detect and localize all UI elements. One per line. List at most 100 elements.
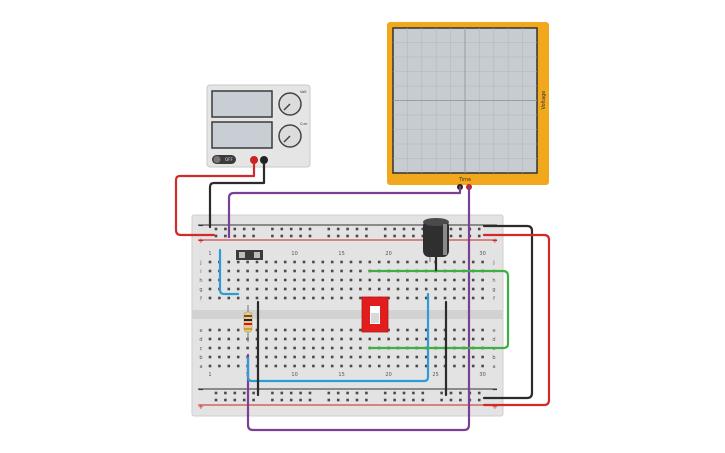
breadboard-hole[interactable]: [236, 287, 240, 291]
breadboard-hole[interactable]: [434, 337, 437, 341]
breadboard-hole[interactable]: [393, 391, 396, 395]
breadboard-hole[interactable]: [415, 328, 419, 332]
breadboard-hole[interactable]: [242, 227, 246, 231]
breadboard-hole[interactable]: [471, 278, 475, 282]
breadboard-hole[interactable]: [387, 260, 390, 264]
breadboard-hole[interactable]: [349, 355, 353, 359]
breadboard-hole[interactable]: [252, 234, 255, 238]
breadboard-hole[interactable]: [434, 278, 437, 282]
breadboard-hole[interactable]: [349, 269, 353, 273]
breadboard-hole[interactable]: [387, 296, 390, 300]
breadboard-hole[interactable]: [377, 278, 381, 282]
power-supply[interactable]: Volt Curr OFF: [206, 84, 311, 168]
breadboard-hole[interactable]: [440, 398, 443, 402]
breadboard-hole[interactable]: [349, 278, 353, 282]
breadboard-hole[interactable]: [406, 328, 409, 332]
breadboard-hole[interactable]: [312, 260, 315, 264]
breadboard-hole[interactable]: [349, 296, 353, 300]
breadboard-hole[interactable]: [434, 364, 437, 368]
breadboard-hole[interactable]: [330, 328, 334, 332]
breadboard-hole[interactable]: [424, 337, 428, 341]
breadboard-hole[interactable]: [396, 287, 400, 291]
breadboard-hole[interactable]: [274, 296, 278, 300]
breadboard-hole[interactable]: [387, 355, 390, 359]
breadboard-hole[interactable]: [377, 287, 381, 291]
breadboard-hole[interactable]: [349, 328, 353, 332]
negative-terminal[interactable]: [260, 156, 268, 164]
breadboard-hole[interactable]: [283, 355, 287, 359]
breadboard-hole[interactable]: [274, 364, 278, 368]
wire-blue-top[interactable]: [218, 248, 240, 296]
breadboard-hole[interactable]: [227, 337, 231, 341]
breadboard-hole[interactable]: [471, 296, 475, 300]
breadboard-holes[interactable]: [208, 227, 484, 402]
breadboard-hole[interactable]: [387, 364, 390, 368]
breadboard-hole[interactable]: [421, 391, 425, 395]
breadboard-hole[interactable]: [462, 328, 466, 332]
breadboard-hole[interactable]: [236, 364, 240, 368]
breadboard-hole[interactable]: [255, 278, 259, 282]
breadboard-hole[interactable]: [242, 234, 246, 238]
breadboard-hole[interactable]: [321, 269, 325, 273]
breadboard-hole[interactable]: [415, 287, 419, 291]
breadboard-hole[interactable]: [346, 234, 349, 238]
breadboard-hole[interactable]: [218, 346, 221, 350]
breadboard-hole[interactable]: [283, 269, 287, 273]
breadboard-hole[interactable]: [218, 337, 221, 341]
breadboard-hole[interactable]: [477, 234, 481, 238]
breadboard-hole[interactable]: [246, 287, 249, 291]
breadboard-hole[interactable]: [336, 227, 340, 231]
breadboard-hole[interactable]: [481, 364, 484, 368]
breadboard-hole[interactable]: [477, 227, 481, 231]
breadboard-hole[interactable]: [365, 391, 368, 395]
breadboard-hole[interactable]: [274, 260, 278, 264]
breadboard-hole[interactable]: [471, 355, 475, 359]
wire-black-right[interactable]: [482, 224, 534, 400]
breadboard-hole[interactable]: [346, 398, 349, 402]
breadboard-hole[interactable]: [424, 278, 428, 282]
breadboard-hole[interactable]: [330, 278, 334, 282]
breadboard-hole[interactable]: [265, 328, 268, 332]
breadboard-hole[interactable]: [340, 296, 343, 300]
breadboard-hole[interactable]: [383, 398, 387, 402]
breadboard-hole[interactable]: [396, 355, 400, 359]
breadboard-hole[interactable]: [368, 278, 372, 282]
breadboard-hole[interactable]: [421, 227, 425, 231]
breadboard-hole[interactable]: [349, 346, 353, 350]
capacitor[interactable]: [423, 218, 449, 262]
breadboard-hole[interactable]: [227, 278, 231, 282]
breadboard-hole[interactable]: [415, 278, 419, 282]
breadboard-hole[interactable]: [283, 287, 287, 291]
breadboard-hole[interactable]: [271, 227, 274, 231]
breadboard-hole[interactable]: [453, 260, 456, 264]
breadboard-hole[interactable]: [424, 364, 428, 368]
breadboard-hole[interactable]: [302, 296, 306, 300]
breadboard-hole[interactable]: [302, 269, 306, 273]
breadboard-hole[interactable]: [293, 337, 296, 341]
wire-black-supply[interactable]: [208, 162, 266, 229]
breadboard-hole[interactable]: [443, 296, 447, 300]
breadboard-hole[interactable]: [302, 337, 306, 341]
breadboard-hole[interactable]: [289, 391, 293, 395]
breadboard-hole[interactable]: [359, 364, 362, 368]
breadboard-hole[interactable]: [330, 355, 334, 359]
breadboard-hole[interactable]: [312, 278, 315, 282]
breadboard-hole[interactable]: [280, 391, 284, 395]
breadboard-hole[interactable]: [471, 287, 475, 291]
breadboard-hole[interactable]: [383, 391, 387, 395]
breadboard-hole[interactable]: [293, 278, 296, 282]
breadboard-hole[interactable]: [349, 260, 353, 264]
breadboard-hole[interactable]: [255, 287, 259, 291]
breadboard-hole[interactable]: [289, 234, 293, 238]
breadboard-hole[interactable]: [349, 364, 353, 368]
breadboard-hole[interactable]: [421, 398, 425, 402]
breadboard-hole[interactable]: [355, 398, 359, 402]
breadboard-hole[interactable]: [453, 364, 456, 368]
wire-green[interactable]: [368, 269, 510, 350]
breadboard-hole[interactable]: [208, 364, 212, 368]
oscilloscope[interactable]: Time Voltage: [387, 22, 549, 190]
breadboard-hole[interactable]: [283, 260, 287, 264]
breadboard-hole[interactable]: [330, 346, 334, 350]
breadboard-hole[interactable]: [330, 287, 334, 291]
breadboard-hole[interactable]: [283, 364, 287, 368]
